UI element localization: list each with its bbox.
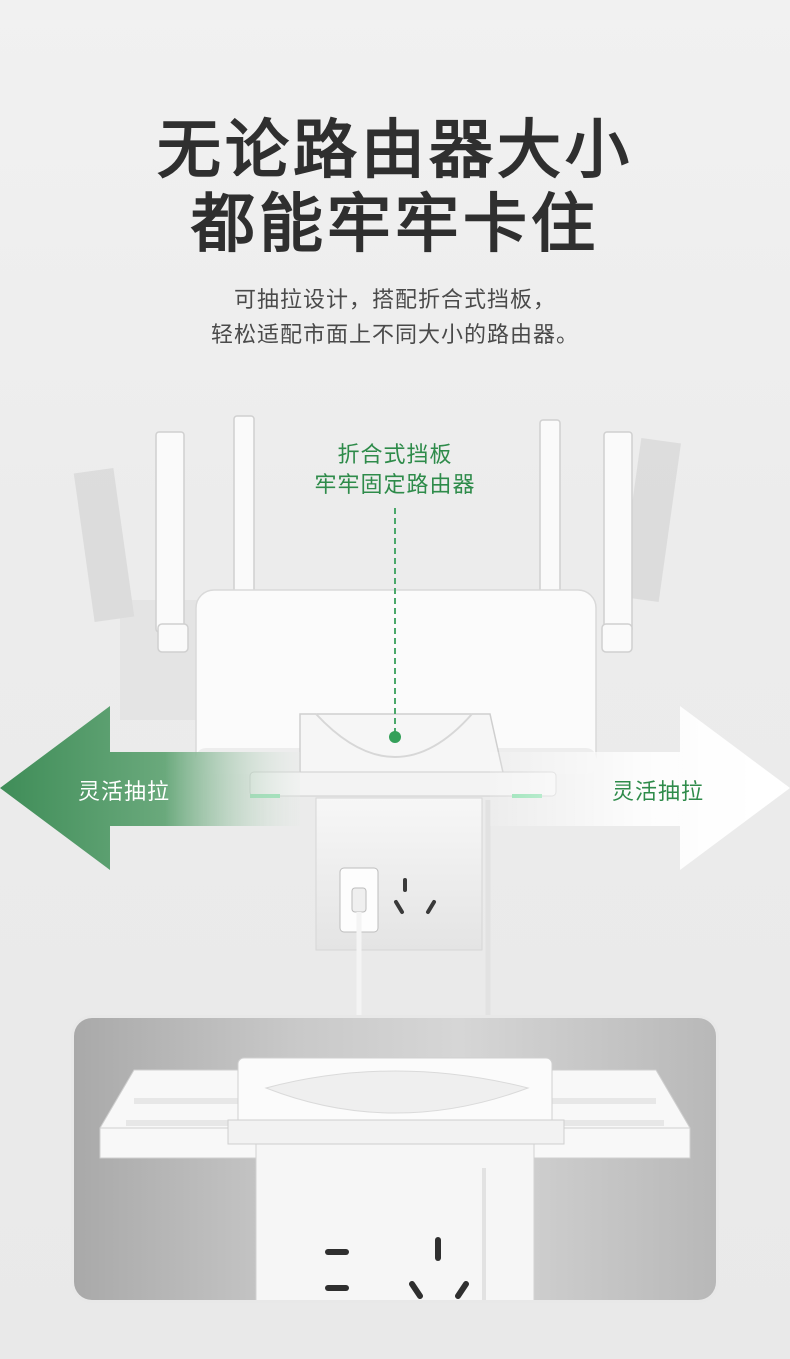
subtitle-line-1: 可抽拉设计，搭配折合式挡板， (233, 288, 556, 313)
socket (339, 867, 436, 933)
left-arrow (0, 706, 300, 870)
callout-line-1: 折合式挡板 (337, 443, 453, 468)
closeup-panel (74, 1018, 716, 1300)
subtitle-line-2: 轻松适配市面上不同大小的路由器。 (210, 323, 579, 348)
closeup-illustration (99, 1057, 691, 1300)
closeup-plate (255, 1143, 535, 1300)
callout-dot (389, 731, 401, 743)
callout-line-2: 牢牢固定路由器 (314, 473, 476, 498)
right-arrow-label: 灵活抽拉 (612, 780, 705, 805)
headline-line-2: 都能牢牢卡住 (191, 188, 599, 262)
closeup-socket-holes (325, 1237, 469, 1299)
right-arrow (490, 706, 790, 870)
closeup-baffle-arc (264, 1070, 530, 1114)
headline-line-1: 无论路由器大小 (157, 114, 633, 188)
left-arrow-label: 灵活抽拉 (78, 780, 171, 805)
callout-leader-line (394, 508, 396, 734)
